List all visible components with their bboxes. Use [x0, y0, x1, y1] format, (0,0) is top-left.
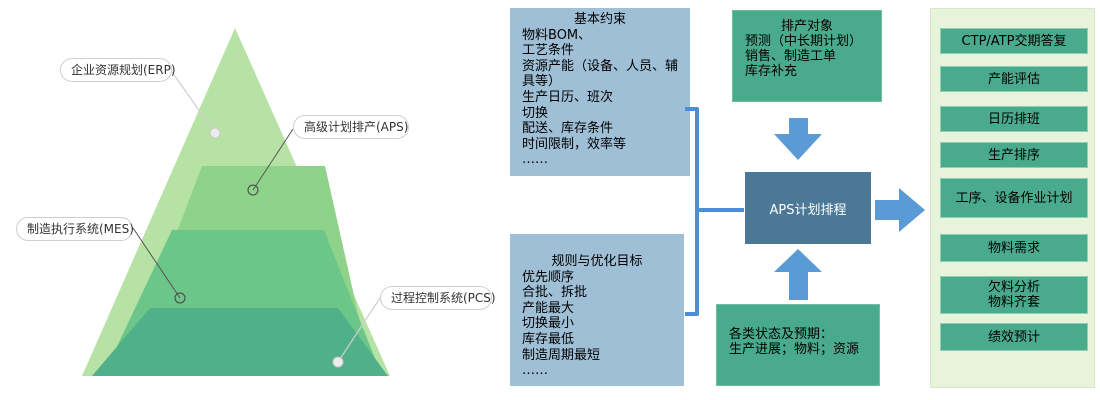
- output-label: 产能评估: [987, 71, 1040, 87]
- constraints-line: 工艺条件: [522, 43, 575, 59]
- rules-line: 合批、拆批: [522, 285, 588, 301]
- output-ctp-atp: CTP/ATP交期答复: [940, 28, 1088, 54]
- label-erp: 企业资源规划(ERP): [60, 58, 176, 82]
- bracket-connector: [685, 107, 744, 316]
- marker-aps: [247, 184, 259, 196]
- constraints-line: 资源产能（设备、人员、辅: [522, 58, 679, 74]
- pyramid-layer-pcs: [92, 308, 388, 376]
- output-label: 物料齐套: [987, 295, 1040, 310]
- label-mes: 制造执行系统(MES): [16, 217, 134, 241]
- rules-line: 优先顺序: [522, 269, 575, 285]
- output-material-demand: 物料需求: [940, 234, 1088, 262]
- rules-box: 规则与优化目标 优先顺序 合批、拆批 产能最大 切换最小 库存最低 制造周期最短…: [510, 234, 684, 386]
- output-shortage-analysis: 欠料分析 物料齐套: [940, 276, 1088, 314]
- constraints-line: ……: [522, 152, 548, 168]
- states-box: 各类状态及预期： 生产进展；物料；资源: [716, 304, 880, 386]
- output-calendar: 日历排班: [940, 106, 1088, 132]
- objects-box: 排产对象 预测（中长期计划） 销售、制造工单 库存补充: [732, 10, 882, 102]
- constraints-line: 时间限制，效率等: [522, 136, 627, 152]
- constraints-line: 生产日历、班次: [522, 89, 614, 105]
- objects-line: 库存补充: [745, 64, 798, 79]
- rules-line: 制造周期最短: [522, 347, 601, 363]
- states-line: 生产进展；物料；资源: [729, 342, 860, 357]
- constraints-line: 切换: [522, 105, 549, 121]
- rules-line: 库存最低: [522, 331, 575, 347]
- output-label: 绩效预计: [987, 329, 1040, 345]
- states-line: 各类状态及预期：: [729, 327, 834, 342]
- rules-line: 切换最小: [522, 316, 575, 332]
- objects-line: 预测（中长期计划）: [745, 34, 863, 49]
- connector-aps: [252, 128, 294, 191]
- constraints-line: 配送、库存条件: [522, 121, 614, 137]
- marker-erp: [209, 127, 221, 139]
- output-operation-plan: 工序、设备作业计划: [940, 178, 1088, 218]
- constraints-line: 物料BOM、: [522, 27, 592, 43]
- marker-mes: [174, 292, 186, 304]
- rules-line: ……: [522, 363, 548, 379]
- arrow-right: [875, 188, 925, 232]
- connector-pcs: [337, 297, 381, 363]
- constraints-title: 基本约束: [573, 12, 626, 27]
- output-performance: 绩效预计: [940, 323, 1088, 351]
- output-label: CTP/ATP交期答复: [961, 33, 1067, 49]
- output-label: 生产排序: [987, 147, 1040, 163]
- output-label: 日历排班: [987, 111, 1040, 127]
- label-aps: 高级计划排产(APS): [293, 115, 409, 139]
- arrow-down: [774, 118, 822, 160]
- rules-title: 规则与优化目标: [551, 254, 643, 269]
- arrow-up: [774, 249, 822, 300]
- output-label: 物料需求: [987, 240, 1040, 256]
- marker-pcs: [332, 356, 344, 368]
- constraints-box: 基本约束 物料BOM、 工艺条件 资源产能（设备、人员、辅 具等） 生产日历、班…: [510, 8, 690, 176]
- output-capacity: 产能评估: [940, 66, 1088, 92]
- rules-line: 产能最大: [522, 300, 575, 316]
- connector-mes: [132, 227, 181, 299]
- aps-scheduling-box: APS计划排程: [745, 172, 871, 244]
- objects-line: 销售、制造工单: [745, 49, 837, 64]
- aps-scheduling-label: APS计划排程: [769, 202, 847, 218]
- objects-title: 排产对象: [780, 19, 833, 34]
- connector-erp: [171, 71, 216, 134]
- output-sequencing: 生产排序: [940, 142, 1088, 168]
- pyramid-diagram: [82, 28, 390, 376]
- label-pcs: 过程控制系统(PCS): [380, 286, 496, 310]
- constraints-line: 具等）: [522, 74, 562, 90]
- output-label: 工序、设备作业计划: [955, 190, 1073, 206]
- output-label: 欠料分析: [987, 280, 1040, 295]
